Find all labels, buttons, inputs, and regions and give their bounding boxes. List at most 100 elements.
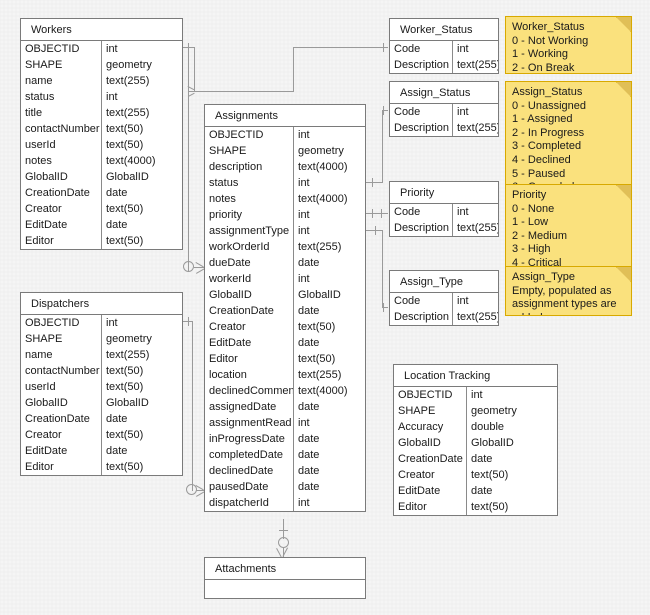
note-lines: Empty, populated as assignment types are… <box>512 284 625 315</box>
field-type: int <box>452 204 498 220</box>
field-name: status <box>209 177 239 189</box>
note-assign-type[interactable]: Assign_Type Empty, populated as assignme… <box>505 266 632 316</box>
zero-cardinality-icon <box>186 484 197 495</box>
note-line: 1 - Assigned <box>512 113 573 126</box>
field-type: text(255) <box>293 239 365 255</box>
field-type: text(50) <box>101 233 182 249</box>
field-type: text(255) <box>452 120 498 136</box>
connector-tick <box>381 209 382 218</box>
field-name: userId <box>25 381 56 393</box>
field-name: contactNumber <box>25 365 100 377</box>
field-name: Description <box>394 222 450 234</box>
field-type: int <box>452 104 498 120</box>
field-name: Accuracy <box>398 421 444 433</box>
field-row: workOrderId text(255) <box>205 239 365 255</box>
entity-attachments[interactable]: Attachments <box>204 557 366 599</box>
note-title: Assign_Type <box>512 271 575 283</box>
connector-segment <box>194 47 195 91</box>
field-type: int <box>452 293 498 309</box>
field-name: workerId <box>209 273 252 285</box>
connector-segment <box>382 110 388 111</box>
field-name: SHAPE <box>25 333 63 345</box>
field-name: assignmentRead <box>209 417 292 429</box>
field-name: workOrderId <box>209 241 270 253</box>
field-name: status <box>25 91 55 103</box>
note-line: Empty, populated as assignment types are… <box>512 284 617 315</box>
field-name: Creator <box>398 469 435 481</box>
field-row: SHAPE geometry <box>21 331 182 347</box>
note-line: 2 - On Break <box>512 61 575 74</box>
note-line: 4 - Critical <box>512 256 562 269</box>
field-type: GlobalID <box>101 395 182 411</box>
field-name: Code <box>394 295 421 307</box>
note-title: Assign_Status <box>512 86 583 98</box>
field-type: geometry <box>101 57 182 73</box>
entity-title: Workers <box>21 19 182 41</box>
field-type: geometry <box>101 331 182 347</box>
field-name: CreationDate <box>25 413 90 425</box>
connector-tick <box>383 43 384 52</box>
connector-workers-assignments <box>188 47 189 272</box>
connector-tick <box>372 209 373 218</box>
entity-title: Dispatchers <box>21 293 182 315</box>
zero-cardinality-icon <box>278 537 289 548</box>
field-type: date <box>293 255 365 271</box>
field-type: date <box>293 479 365 495</box>
field-name: assignedDate <box>209 401 277 413</box>
connector-segment <box>382 230 383 307</box>
crowsfoot-icon <box>195 262 205 274</box>
field-name: CreationDate <box>209 305 274 317</box>
field-type: int <box>293 495 365 511</box>
field-name: Creator <box>25 203 62 215</box>
field-name: assignmentType <box>209 225 290 237</box>
field-type: text(50) <box>293 319 365 335</box>
connector-priority <box>366 213 388 214</box>
field-name: Description <box>394 311 450 323</box>
field-name: declinedDate <box>209 465 274 477</box>
connector-tick <box>372 178 373 187</box>
field-name: description <box>209 161 263 173</box>
field-type: text(255) <box>452 57 498 73</box>
field-name: EditDate <box>398 485 441 497</box>
field-name: OBJECTID <box>25 317 80 329</box>
field-name: name <box>25 349 53 361</box>
connector-tick <box>188 317 189 326</box>
field-type: text(50) <box>101 427 182 443</box>
field-name: name <box>25 75 53 87</box>
